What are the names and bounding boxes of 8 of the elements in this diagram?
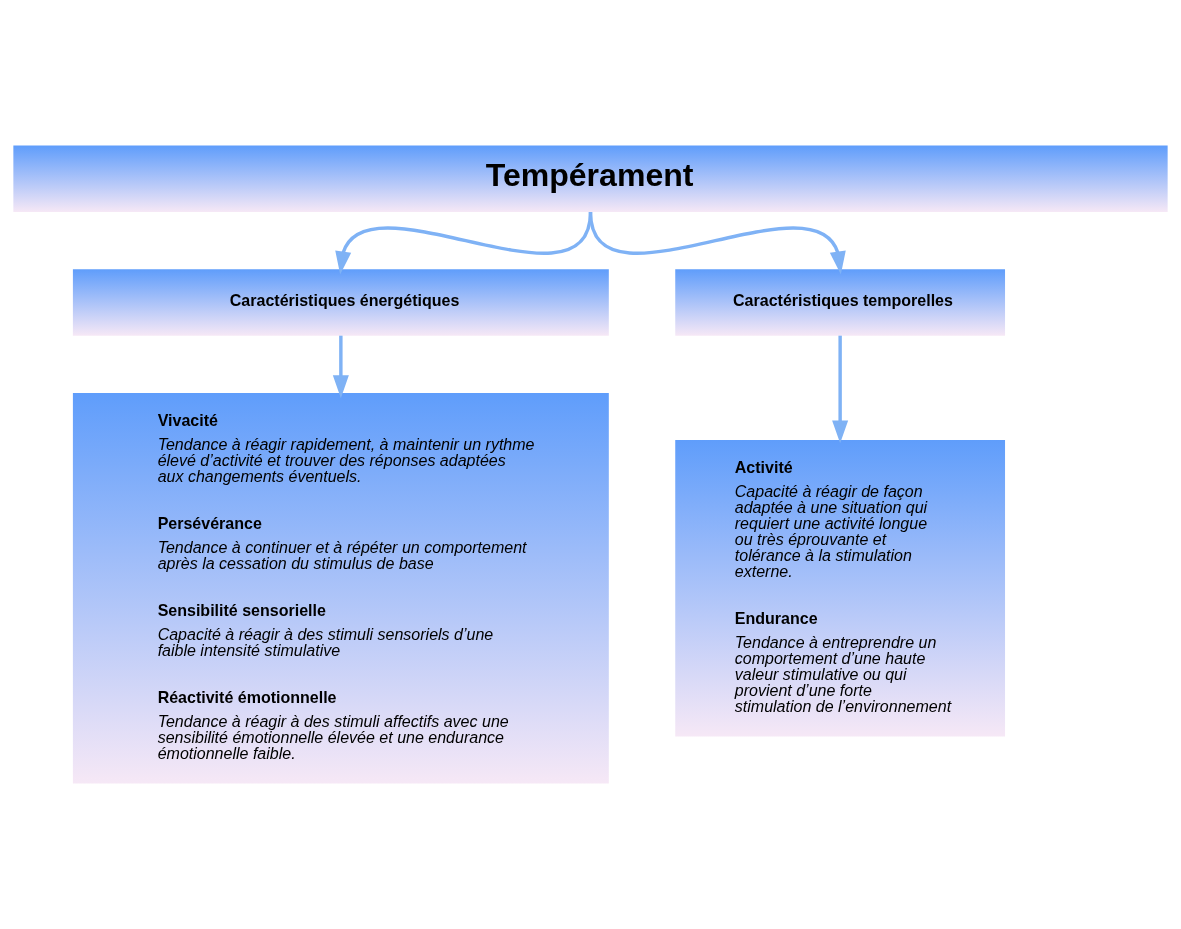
node-box: Caractéristiques temporelles bbox=[675, 269, 1006, 336]
node-box: Tempérament bbox=[13, 145, 1168, 212]
arrow bbox=[832, 335, 849, 444]
arrow bbox=[588, 211, 846, 275]
arrow bbox=[332, 335, 349, 399]
node-box: Caractéristiques énergétiques bbox=[72, 269, 609, 336]
node-box: Vivacité Tendance à réagir rapidement, à maintenir un rythme élevé d’activité et trouver des réponses adaptées aux changements éventuels. Persévérance Tendance à continuer et à répéter un comportement après la cessation du stimulus de base Sensibilité sensorielle Capacité à réagir à des stimuli sensoriels d’une faible intensité stimulative Réactivité émotionnelle Tendance à réagir à des stimuli affectifs avec une sensibilité émotionnelle élevée et une endurance émotionnelle faible. bbox=[72, 392, 609, 784]
node-box: Activité Capacité à réagir de façon adaptée à une situation qui requiert une activité longue ou très éprouvante et tolérance à la stimulation externe. Endurance Tendance à entreprendre un comportement d’une haute valeur stimulative ou qui provient d’une forte stimulation de l’environnement bbox=[675, 439, 1006, 737]
